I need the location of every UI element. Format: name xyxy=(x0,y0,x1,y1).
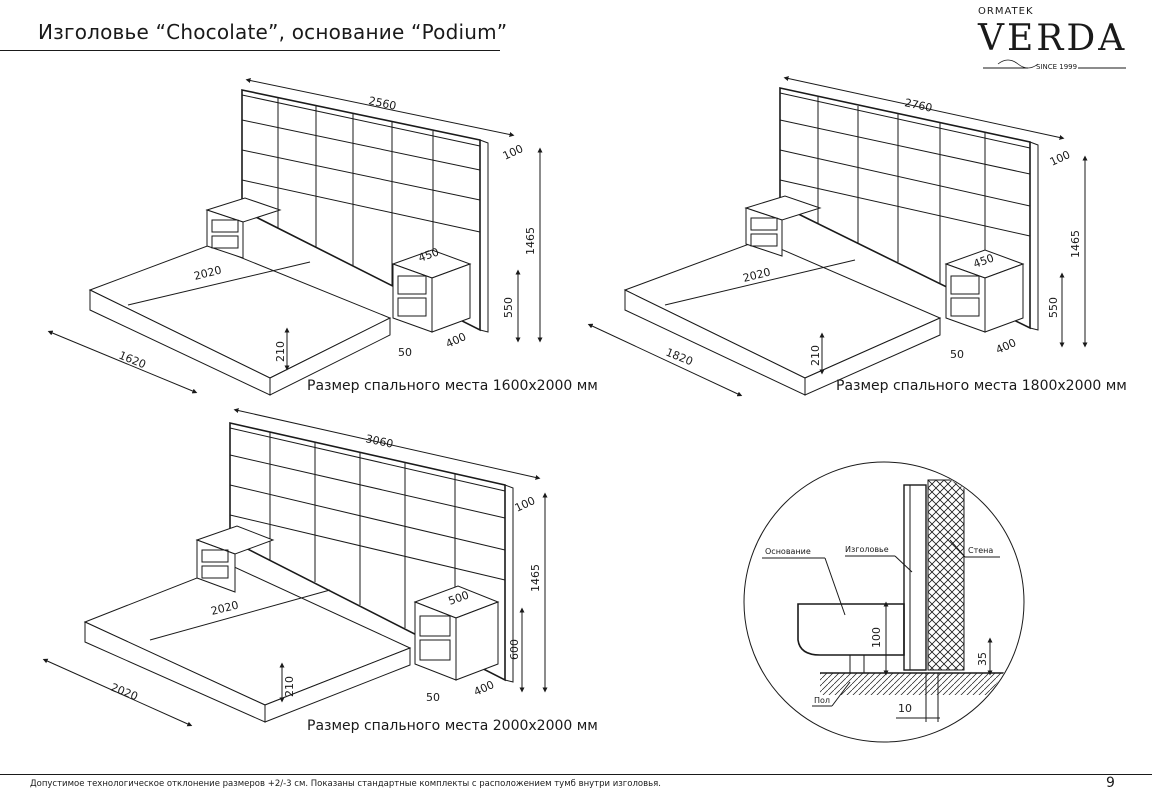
page-number: 9 xyxy=(1106,775,1115,791)
bed-side-2 xyxy=(804,317,941,396)
logo-needle-icon xyxy=(983,59,1126,69)
dim-nightstand-height-1: 550 xyxy=(502,297,515,318)
dim-headboard-width-2: 2760 xyxy=(903,96,933,115)
detail-headboard xyxy=(903,484,927,671)
dim-nightstand-height-2: 550 xyxy=(1047,297,1060,318)
label-floor: Пол xyxy=(814,696,830,705)
dim-bed-width-1: 1620 xyxy=(117,349,148,372)
dim-bed-width-2: 1820 xyxy=(664,346,695,369)
detail-section: Основание Изголовье Стена Пол 100 35 10 xyxy=(743,461,1025,743)
dim-headboard-height-1: 1465 xyxy=(524,227,537,255)
caption-1: Размер спального места 1600х2000 мм xyxy=(307,378,598,394)
dim-nightstand-gap-3: 50 xyxy=(426,691,440,704)
dim-nightstand-gap-2: 50 xyxy=(950,348,964,361)
logo-verda: VERDA xyxy=(978,18,1128,59)
drawing-3: 3060 100 1465 2020 2020 210 500 600 400 … xyxy=(42,408,548,727)
brand-logo: ORMATEK VERDA SINCE 1999 xyxy=(978,6,1128,76)
drawing-1: 2560 100 1465 2020 1620 210 450 550 400 … xyxy=(47,78,543,396)
dim-headboard-height-3: 1465 xyxy=(529,564,542,592)
dim-nightstand-depth-1: 400 xyxy=(444,330,469,351)
dim-headboard-depth-1: 100 xyxy=(501,142,526,163)
drawing-2: 2760 100 1465 2020 1820 210 450 550 400 … xyxy=(587,76,1088,397)
detail-dim-100: 100 xyxy=(870,627,883,648)
dim-nightstand-gap-1: 50 xyxy=(398,346,412,359)
detail-base xyxy=(797,603,905,656)
bed-side-1 xyxy=(269,317,391,396)
floor-hatch xyxy=(820,673,1020,695)
dim-base-height-1: 210 xyxy=(274,341,287,362)
title-underline xyxy=(0,50,500,51)
label-wall: Стена xyxy=(968,546,993,555)
caption-3: Размер спального места 2000х2000 мм xyxy=(307,718,598,734)
page-title: Изголовье “Chocolate”, основание “Podium… xyxy=(38,20,508,44)
footer-rule xyxy=(0,774,1152,775)
detail-dim-35: 35 xyxy=(976,652,989,666)
detail-dim-10: 10 xyxy=(898,702,912,715)
label-base: Основание xyxy=(765,547,811,556)
dim-base-height-2: 210 xyxy=(809,345,822,366)
dim-headboard-depth-3: 100 xyxy=(513,494,538,515)
dim-base-height-3: 210 xyxy=(283,676,296,697)
label-headboard: Изголовье xyxy=(845,545,889,554)
bed-side-3 xyxy=(264,647,411,723)
footer-note: Допустимое технологическое отклонение ра… xyxy=(30,779,661,789)
dim-nightstand-depth-2: 400 xyxy=(994,336,1019,357)
wall-hatch xyxy=(927,479,965,671)
dim-headboard-width-1: 2560 xyxy=(367,94,397,113)
dim-headboard-height-2: 1465 xyxy=(1069,230,1082,258)
caption-2: Размер спального места 1800х2000 мм xyxy=(836,378,1127,394)
dim-headboard-depth-2: 100 xyxy=(1048,148,1073,169)
logo-ormatek: ORMATEK xyxy=(978,6,1034,17)
dim-nightstand-depth-3: 400 xyxy=(472,678,497,699)
dim-headboard-width-3: 3060 xyxy=(364,432,394,451)
logo-since: SINCE 1999 xyxy=(1036,63,1078,71)
dim-bed-width-3: 2020 xyxy=(109,681,140,704)
dim-nightstand-height-3: 600 xyxy=(508,639,521,660)
